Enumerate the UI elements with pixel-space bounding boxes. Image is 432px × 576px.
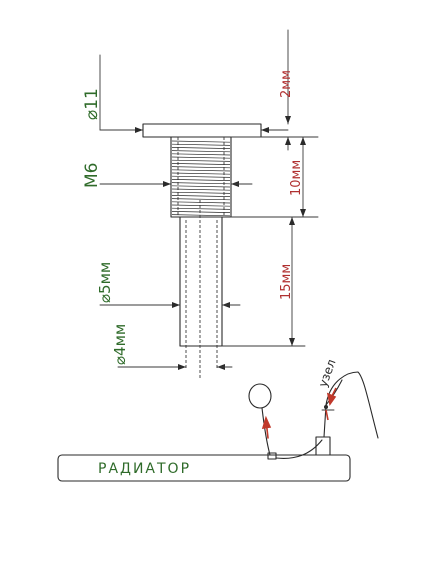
thread-hatch-line <box>171 159 231 162</box>
flange-head <box>99 123 289 138</box>
dimension-d11: ⌀11 <box>82 54 269 133</box>
thread-hatch-line <box>171 185 231 188</box>
flow-arrow-down-icon <box>326 392 337 406</box>
left-loop <box>248 383 277 460</box>
label-dim-10: 10мм <box>289 160 304 196</box>
node-point <box>324 405 328 409</box>
thread-hatch-line <box>171 198 231 201</box>
flow-arrow-up-icon <box>261 415 272 429</box>
thread-section <box>170 136 232 218</box>
thread-hatch-line <box>171 182 231 185</box>
thread-hatch-line <box>171 175 231 178</box>
dimension-d4: ⌀4мм <box>111 324 233 370</box>
thread-hatch-line <box>171 153 231 156</box>
label-d4: ⌀4мм <box>111 324 129 365</box>
thread-hatch-line <box>171 207 231 210</box>
thread-hatch-line <box>171 204 231 207</box>
label-m6: M6 <box>82 163 102 188</box>
thread-hatch-line <box>171 147 231 149</box>
thread-hatch-line <box>171 179 231 181</box>
thread-hatch-line <box>171 166 231 169</box>
label-d11: ⌀11 <box>82 88 102 120</box>
right-dimension-chain: 2мм 10мм 15мм <box>221 29 319 347</box>
label-dim-15: 15мм <box>279 264 294 300</box>
thread-hatch-line <box>171 188 231 191</box>
thread-hatch-line <box>171 191 231 194</box>
tube-body <box>179 216 223 370</box>
radiator: РАДИАТОР <box>57 454 351 482</box>
thread-hatch-line <box>171 201 231 204</box>
thread-hatch-line <box>171 214 231 217</box>
label-dim-2: 2мм <box>279 70 294 98</box>
thread-hatch-line <box>171 143 231 146</box>
thread-hatch-line <box>171 172 231 175</box>
thread-hatch-line <box>171 150 231 153</box>
thread-hatch-line <box>171 195 231 197</box>
label-d5: ⌀5мм <box>96 262 114 303</box>
thread-hatch-line <box>171 163 231 165</box>
thread-hatch-line <box>171 169 231 172</box>
dimension-d5: ⌀5мм <box>96 262 241 308</box>
dimension-m6: M6 <box>82 163 253 188</box>
radiator-label: РАДИАТОР <box>98 461 191 477</box>
node-fitting: узел <box>275 357 379 459</box>
thread-hatch-line <box>171 156 231 159</box>
thread-hatch-line <box>171 211 231 213</box>
thread-hatch-line <box>171 140 231 143</box>
